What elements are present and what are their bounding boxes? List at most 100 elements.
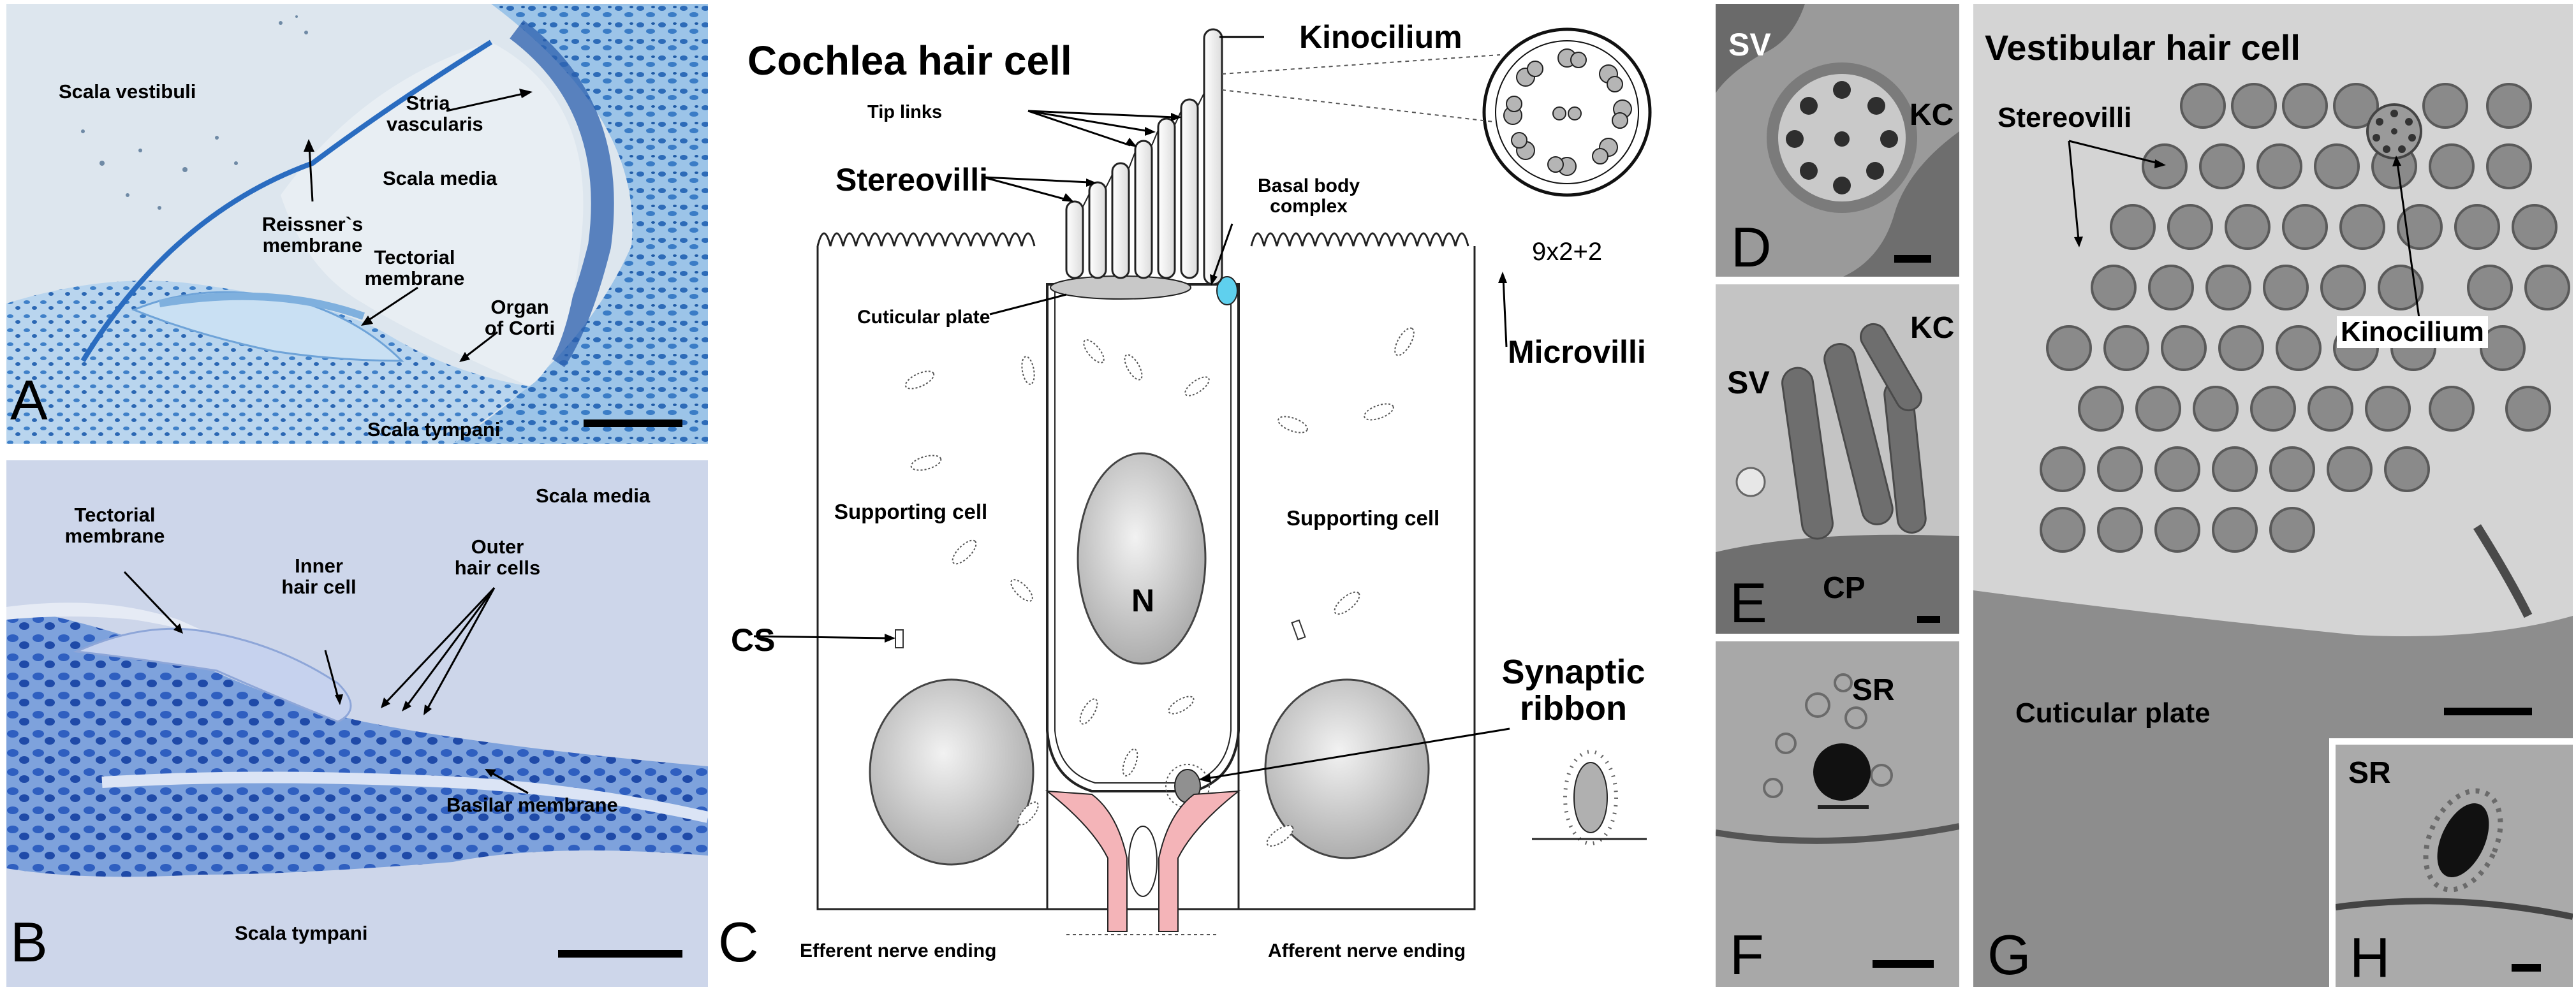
stereovillus-section [2512,204,2558,250]
cochlea-hair-cell-diagram [753,27,1652,935]
stereovillus-section [2154,507,2200,553]
scale-bar-a [584,419,682,427]
panel-letter-c: C [718,910,759,974]
panel-d: SV KC D [1716,4,1959,277]
label-tip-links: Tip links [867,102,943,122]
stereovillus-section [2339,204,2385,250]
stereovillus-section [2148,265,2194,310]
scale-bar-f [1873,960,1934,968]
label-sr-f: SR [1852,673,1895,707]
label-stereovilli-c: Stereovilli [835,162,988,198]
label-cs: CS [731,622,776,658]
label-kc-e: KC [1910,311,1955,345]
label-kinocilium-c: Kinocilium [1299,19,1462,55]
stereovillus-section [2135,386,2181,432]
vestibular-title: Vestibular hair cell [1985,27,2300,68]
stereovillus-section [2429,386,2475,432]
label-scala-media: Scala media [383,167,497,189]
stereovillus-section [2091,265,2137,310]
stereovillus-section [2422,83,2468,129]
label-supporting-cell-right: Supporting cell [1286,506,1440,530]
panel-letter-h: H [2350,926,2390,987]
stereovillus-section [2486,143,2532,189]
stereovillus-section [2154,446,2200,492]
label-stereovilli-g: Stereovilli [1998,102,2132,133]
panel-h-em [2336,788,2573,920]
stereovillus-section [2429,143,2475,189]
stereovillus-section [2167,204,2213,250]
label-supporting-cell-left: Supporting cell [834,500,988,523]
label-basilar-membrane: Basilar membrane [446,794,618,816]
stereovillus-section [2333,83,2379,129]
stereovillus-section [2142,143,2188,189]
stereovillus-section [2524,265,2570,310]
label-sr-h: SR [2348,756,2391,790]
stereovillus-section [2486,83,2532,129]
stereovillus-section [2231,83,2277,129]
stereovillus-section [2467,265,2513,310]
stereovillus-section [2097,446,2143,492]
panel-letter-b: B [10,910,48,974]
panel-f-em [1716,673,1959,844]
panel-letter-f: F [1730,923,1764,986]
stereovillus-section [2180,83,2226,129]
stereovillus-section [2320,265,2366,310]
panel-b-histology [6,571,708,877]
label-microvilli: Microvilli [1508,334,1646,370]
stereovillus-section [2263,265,2309,310]
stereovillus-section [2212,507,2258,553]
label-kinocilium-g: Kinocilium [2337,316,2488,349]
panel-e: SV KC CP E [1716,284,1959,634]
stereovillus-section [2040,507,2086,553]
stereovillus-section [2218,325,2264,371]
stereovillus-section [2250,386,2296,432]
cochlea-title: Cochlea hair cell [747,38,1072,84]
label-efferent-nerve: Efferent nerve ending [800,940,997,961]
label-nucleus: N [1131,583,1155,618]
label-cuticular-plate-c: Cuticular plate [857,307,990,328]
panel-letter-g: G [1987,923,2031,986]
panel-a-histology [6,4,708,444]
stereovillus-section [2040,446,2086,492]
panel-c: Cochlea hair cell Kinocilium Tip links S… [709,4,1711,987]
scale-bar-g [2444,708,2532,715]
scale-bar-e [1917,616,1940,623]
stereovillus-section [2161,325,2207,371]
stereovillus-section [2397,204,2443,250]
stereovillus-section [2205,265,2251,310]
scale-bar-b [558,950,682,958]
label-cp-e: CP [1823,571,1866,605]
stereovillus-section [2327,446,2373,492]
stereovillus-section [2505,386,2551,432]
panel-letter-e: E [1730,571,1767,634]
label-scala-vestibuli: Scala vestibuli [59,80,196,103]
stereovillus-section [2193,386,2239,432]
label-kc-d: KC [1910,98,1954,132]
stereovillus-section [2269,507,2315,553]
stereovillus-section [2256,143,2302,189]
stereovillus-section [2269,446,2315,492]
stereovillus-section [2225,204,2271,250]
scale-bar-d [1894,255,1931,263]
stereovillus-section [2110,204,2156,250]
stereovillus-section [2078,386,2124,432]
panel-h: SR H [2329,738,2573,987]
panel-letter-d: D [1731,215,1772,277]
scale-bar-h [2512,964,2541,972]
stereovillus-section [2046,325,2092,371]
panel-d-em [1716,4,1959,277]
stereovillus-section [2378,265,2424,310]
stereovillus-section [2365,386,2411,432]
label-axoneme-formula: 9x2+2 [1532,238,1603,266]
label-sv-e: SV [1727,365,1770,400]
